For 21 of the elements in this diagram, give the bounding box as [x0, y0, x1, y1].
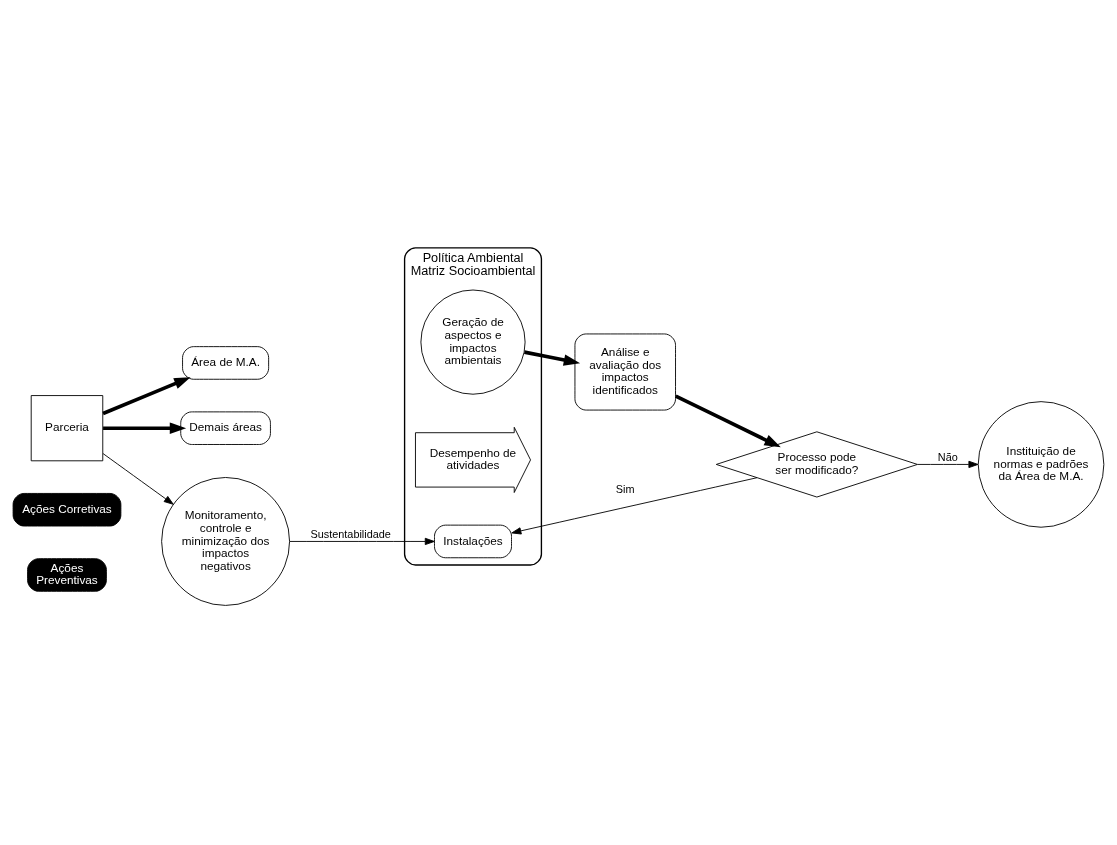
node-box: Demais áreas: [180, 410, 271, 445]
node-box: Parceria: [30, 394, 104, 461]
node-box: Ações Corretivas: [12, 492, 122, 526]
arrow: [524, 349, 581, 366]
arrow: [511, 476, 758, 534]
edge-label: Sim: [615, 482, 635, 495]
node-circle: Geração de aspectos e impactos ambientais: [420, 289, 526, 395]
arrow: [102, 452, 174, 505]
node-box: Instalações: [434, 524, 512, 558]
node-circle: Instituição de normas e padrões da Área de M.A.: [977, 400, 1105, 528]
node-box: Ações Preventivas: [27, 557, 107, 592]
node-diamond: Processo pode ser modificado?: [715, 430, 918, 497]
node-box: Análise e avaliação dos impactos identificados: [574, 333, 676, 411]
edge-label: Não: [937, 450, 958, 463]
node-box: Área de M.A.: [182, 345, 270, 380]
edge-label: Sustentabilidade: [310, 527, 391, 540]
arrow: [674, 394, 781, 447]
arrow: [103, 421, 187, 434]
arrow: [102, 376, 191, 415]
arrow: [917, 460, 979, 468]
arrow: [289, 537, 435, 545]
